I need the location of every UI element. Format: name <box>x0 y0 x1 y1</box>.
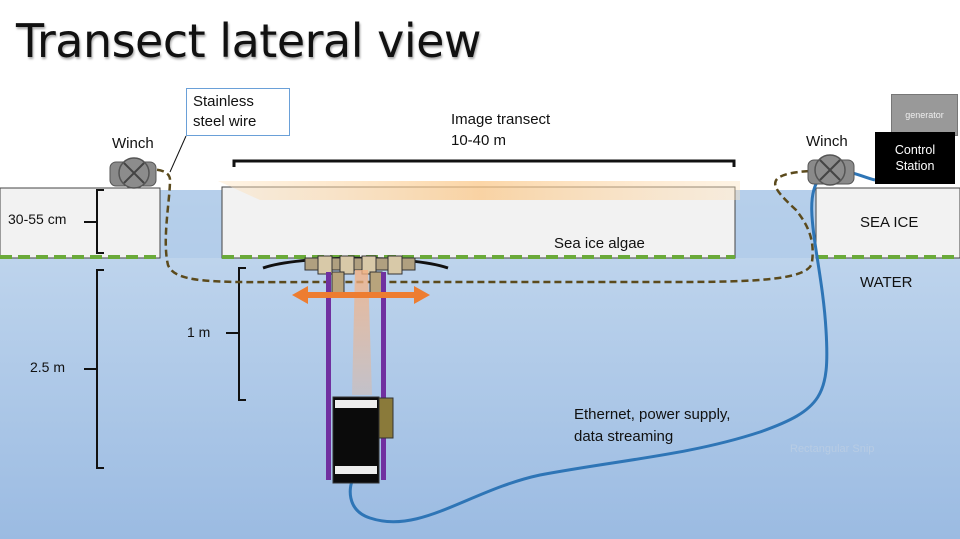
wire-label-line1: Stainless <box>193 93 254 110</box>
water-label: WATER <box>860 274 913 291</box>
one-meter-label: 1 m <box>187 324 211 340</box>
faint-overlay-text: Rectangular Snip <box>790 443 875 455</box>
transect-label-line2: 10-40 m <box>451 132 507 149</box>
cable-label-line2: data streaming <box>574 428 674 445</box>
winch-right-icon <box>807 154 855 186</box>
ice-block-right <box>815 187 960 259</box>
camera-rig <box>262 255 449 484</box>
lateral-arrows <box>292 286 430 304</box>
ice-block-left <box>0 187 161 259</box>
cable-label-line1: Ethernet, power supply, <box>574 406 731 423</box>
one-meter-bracket <box>226 267 246 401</box>
sea-ice-label: SEA ICE <box>860 214 919 231</box>
control-station-line1: Control <box>894 143 936 157</box>
winch-left-icon <box>109 157 157 189</box>
control-station-box: Control Station <box>875 132 955 184</box>
data-cable <box>348 169 876 524</box>
winch-right-label: Winch <box>806 133 848 150</box>
wire-label-box: Stainless steel wire <box>186 88 290 136</box>
thickness-bracket <box>84 189 104 254</box>
transect-label-line1: Image transect <box>451 111 551 128</box>
algae-label: Sea ice algae <box>554 235 645 252</box>
control-station-line2: Station <box>895 159 935 173</box>
generator-box: generator <box>891 94 958 136</box>
depth-label: 2.5 m <box>30 359 66 375</box>
image-transect-light <box>218 181 740 200</box>
transect-label: Image transect 10-40 m <box>451 109 550 151</box>
cable-label: Ethernet, power supply, data streaming <box>574 404 730 448</box>
depth-bracket <box>84 269 104 469</box>
transect-bracket <box>232 159 736 167</box>
ice-thickness-label: 30-55 cm <box>8 211 67 227</box>
wire-label-line2: steel wire <box>193 113 257 130</box>
steel-wire <box>145 168 846 284</box>
page-title: Transect lateral view <box>16 14 482 68</box>
winch-left-label: Winch <box>112 135 154 152</box>
wire-pointer <box>169 135 187 173</box>
